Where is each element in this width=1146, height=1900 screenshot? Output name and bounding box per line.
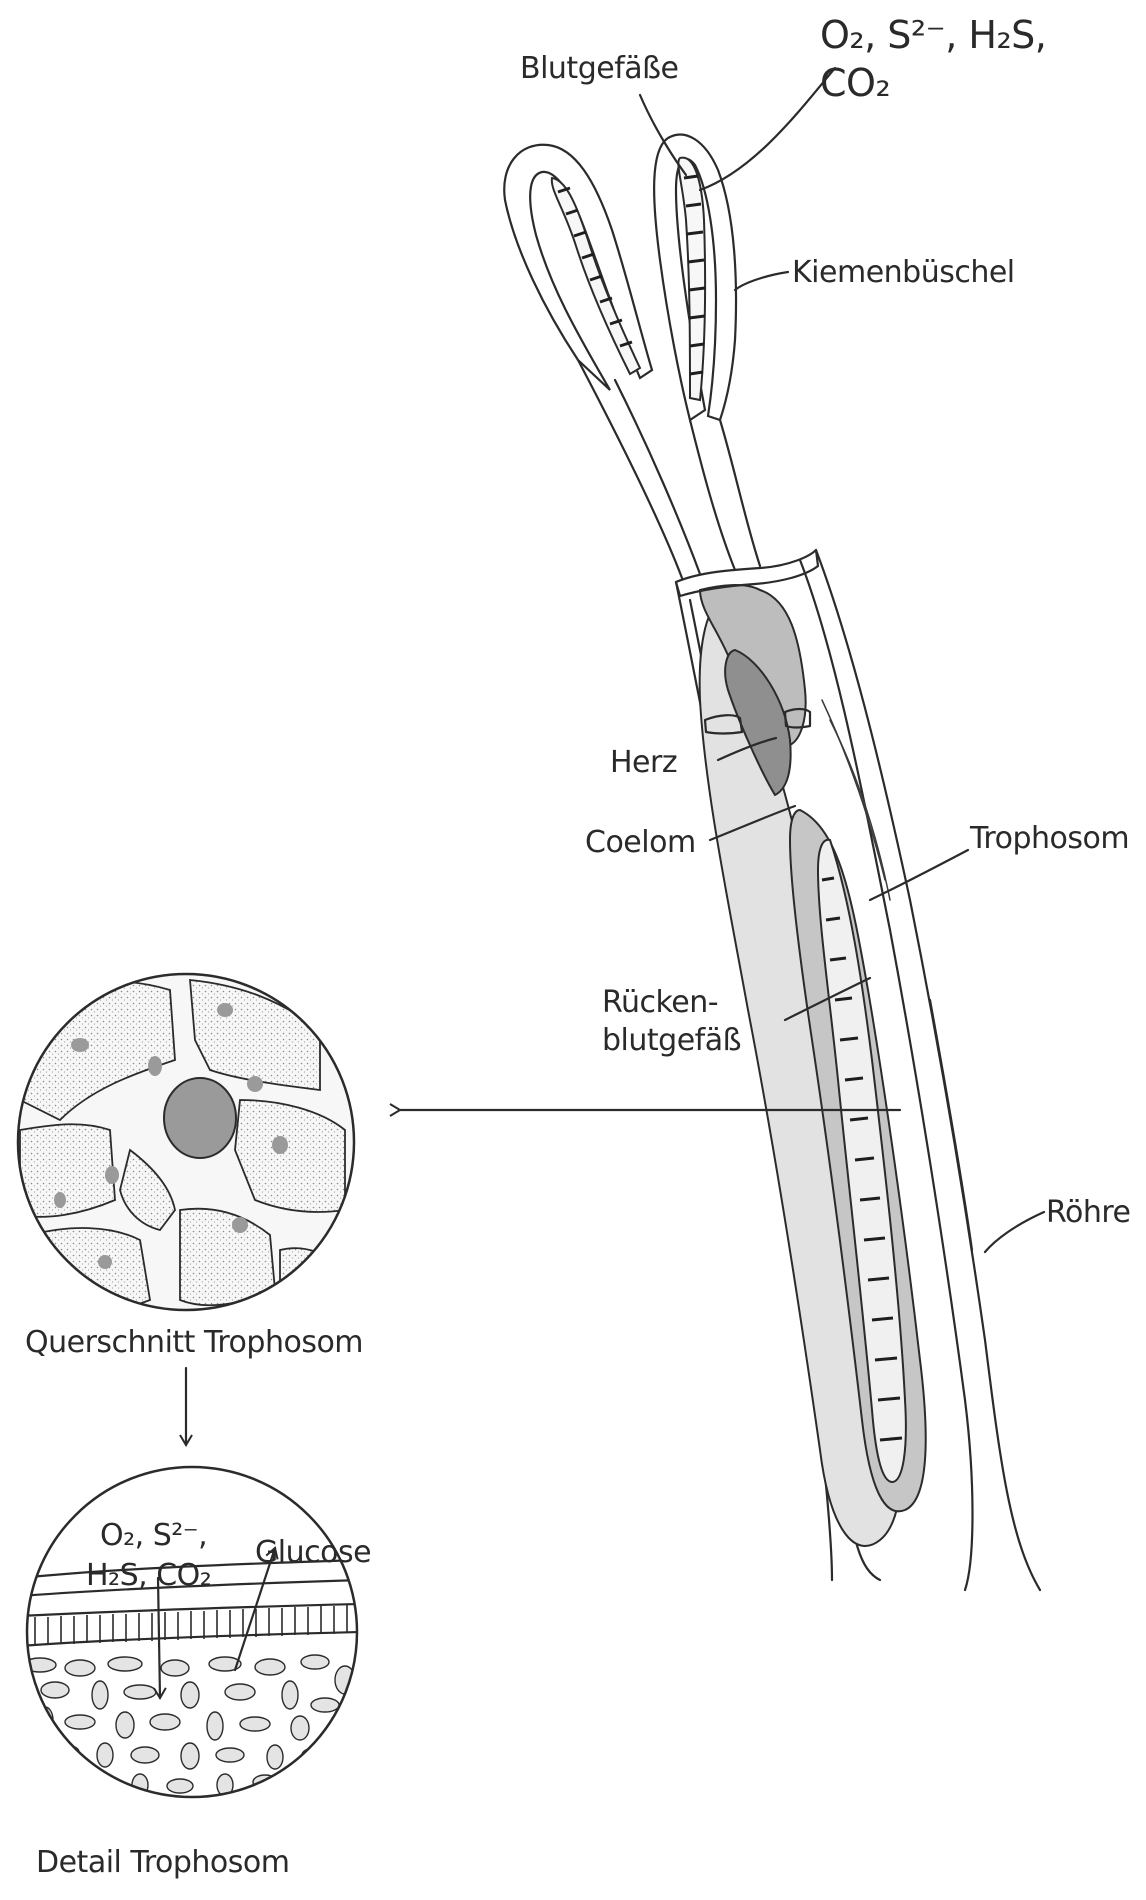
cell-7 bbox=[119, 1148, 176, 1232]
collar-band-mid bbox=[703, 714, 744, 735]
tube-dark-line bbox=[928, 998, 974, 1252]
membrane-line-1 bbox=[27, 1558, 357, 1580]
label-detail-gases-line2: H₂S, CO₂ bbox=[86, 1558, 211, 1593]
heart bbox=[724, 648, 792, 797]
nucleus-small bbox=[54, 1192, 66, 1208]
label-roehre: Röhre bbox=[1046, 1195, 1131, 1230]
detail-outline bbox=[25, 1465, 359, 1799]
tube-fiber-2 bbox=[829, 719, 891, 901]
nucleus-small bbox=[105, 1166, 119, 1184]
label-ruecken-line1: Rücken- bbox=[602, 985, 718, 1020]
label-herz: Herz bbox=[610, 745, 677, 780]
nucleus-small bbox=[247, 1076, 263, 1092]
label-detail: Detail Trophosom bbox=[36, 1845, 289, 1880]
label-blutgefaesse: Blutgefäße bbox=[520, 51, 679, 86]
nucleus-small bbox=[71, 1038, 89, 1052]
gill-vessel-right-segments bbox=[683, 174, 706, 376]
microvilli-hatching bbox=[34, 1605, 348, 1645]
nucleus-small bbox=[148, 1056, 162, 1076]
leader-blutgefaesse bbox=[638, 93, 688, 177]
cell-8 bbox=[279, 1247, 342, 1310]
labels: Blutgefäße O₂, S²⁻, H₂S, CO₂ Kiemenbüsch… bbox=[25, 13, 1131, 1880]
nucleus-small bbox=[272, 1136, 288, 1154]
leader-herz bbox=[716, 736, 778, 762]
label-gases-top-line1: O₂, S²⁻, H₂S, bbox=[820, 13, 1046, 57]
leader-ruecken bbox=[783, 976, 872, 1022]
collar-band-top bbox=[674, 548, 820, 598]
label-detail-gases-line1: O₂, S²⁻, bbox=[100, 1518, 207, 1553]
label-trophosom: Trophosom bbox=[969, 821, 1129, 856]
plume-stalk-left-inner bbox=[613, 378, 702, 576]
label-coelom: Coelom bbox=[585, 825, 696, 860]
leader-trophosom bbox=[868, 848, 970, 902]
membrane-line-3 bbox=[27, 1602, 357, 1618]
label-kiemenbueschel: Kiemenbüschel bbox=[792, 255, 1015, 290]
dorsal-vessel-segments bbox=[821, 876, 903, 1442]
gill-lobe-right bbox=[653, 133, 738, 422]
label-glucose: Glucose bbox=[255, 1535, 371, 1570]
leader-coelom bbox=[708, 804, 797, 842]
tube-fiber bbox=[821, 699, 886, 881]
nucleus-small bbox=[217, 1003, 233, 1017]
leader-kiemenbueschel bbox=[733, 270, 790, 292]
collar-band-mid-right bbox=[783, 707, 812, 729]
nucleus-small bbox=[232, 1217, 248, 1233]
tube-worm bbox=[503, 133, 1042, 1592]
cell-3 bbox=[19, 1123, 116, 1218]
label-querschnitt: Querschnitt Trophosom bbox=[25, 1325, 363, 1360]
central-nucleus bbox=[163, 1077, 237, 1159]
gill-vessel-right bbox=[677, 156, 707, 402]
cross-section-outline bbox=[16, 972, 356, 1312]
plume-stalk-left-outer bbox=[576, 358, 684, 580]
tube-inner-right bbox=[798, 558, 974, 1592]
detail-trophosom bbox=[25, 1465, 359, 1799]
gill-vessel-left bbox=[550, 176, 642, 376]
plume-stalk-right-inner bbox=[688, 418, 737, 572]
label-ruecken-line2: blutgefäß bbox=[602, 1023, 741, 1058]
leader-lines bbox=[638, 66, 1046, 1254]
leader-roehre bbox=[983, 1210, 1046, 1254]
nucleus-small bbox=[98, 1255, 112, 1269]
cross-section-trophosom bbox=[16, 972, 356, 1312]
plume-stalk-right-outer bbox=[718, 418, 762, 568]
gill-vessel-left-segments bbox=[557, 186, 633, 348]
membrane-line-2 bbox=[27, 1578, 357, 1598]
label-gases-top-line2: CO₂ bbox=[820, 61, 890, 105]
leader-gases-top bbox=[698, 66, 837, 192]
arrow-gases-in bbox=[152, 1576, 167, 1700]
arrow-glucose-out bbox=[233, 1546, 279, 1672]
